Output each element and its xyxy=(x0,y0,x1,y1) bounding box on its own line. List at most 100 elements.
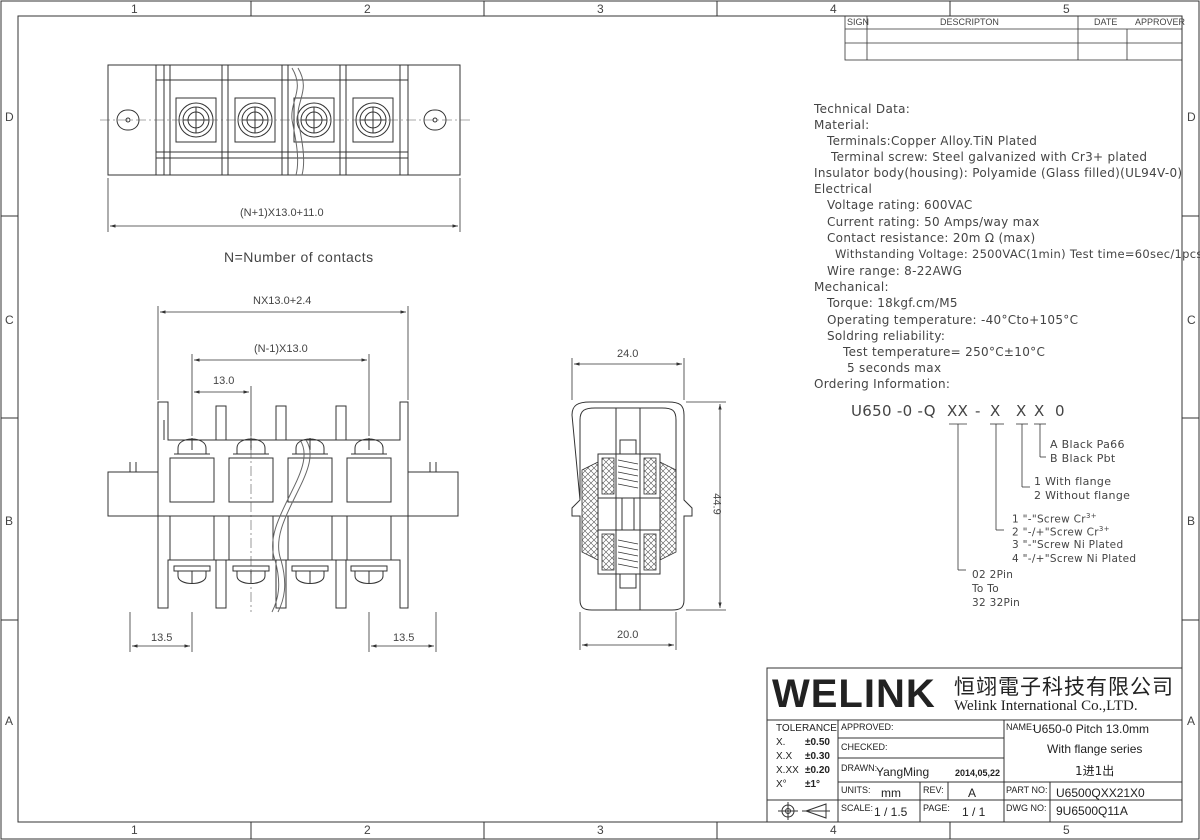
frame-column-label: 2 xyxy=(364,2,371,16)
frame-column-label: 4 xyxy=(830,823,837,837)
frame-row-label: D xyxy=(1187,110,1196,124)
color-option: A Black Pa66 xyxy=(1050,438,1125,451)
ordering-leaders xyxy=(949,423,1046,571)
tolerance-value: ±0.20 xyxy=(805,765,830,776)
top-view-dimension xyxy=(107,178,461,232)
drawn-date: 2014,05,22 xyxy=(955,768,1001,778)
front-view-drawing xyxy=(107,401,459,609)
frame-column-label: 3 xyxy=(597,2,604,16)
tolerance-value: ±0.50 xyxy=(805,737,830,748)
side-view-hatching xyxy=(581,457,677,571)
side-view-screw-threads xyxy=(617,459,639,569)
rev-header-date: DATE xyxy=(1094,17,1118,27)
spec-line: Withstanding Voltage: 2500VAC(1min) Test… xyxy=(835,247,1200,261)
drawn-label: DRAWN: xyxy=(841,763,878,773)
order-code-pins: XX xyxy=(947,402,969,420)
frame-row-label: B xyxy=(5,514,14,528)
spec-line: Torque: 18kgf.cm/M5 xyxy=(827,296,958,310)
tolerance-key: X° xyxy=(776,779,787,790)
rev-header-approver: APPROVER xyxy=(1135,17,1186,27)
side-view-top-dimension: 24.0 xyxy=(617,348,639,360)
company-name-cn: 恒翊電子科技有限公司 xyxy=(954,675,1174,699)
front-view-left-dimension: 13.5 xyxy=(151,632,173,644)
screw-option: 2 "-/+"Screw Cr3+ xyxy=(1012,525,1110,539)
tolerance-key: X. xyxy=(776,737,786,748)
spec-line: Soldring reliability: xyxy=(827,329,946,343)
frame-row-label: C xyxy=(1187,313,1196,327)
dwg-no-label: DWG NO: xyxy=(1006,803,1047,813)
frame-column-label: 5 xyxy=(1063,2,1070,16)
product-name-line3: 1进1出 xyxy=(1075,764,1115,778)
top-view-overall-dimension: (N+1)X13.0+11.0 xyxy=(240,207,324,219)
projection-symbol-icon xyxy=(778,802,830,820)
approved-label: APPROVED: xyxy=(841,722,894,732)
side-view-bottom-dimension: 20.0 xyxy=(617,629,639,641)
frame-column-label: 3 xyxy=(597,823,604,837)
units-value: mm xyxy=(881,786,901,800)
frame-column-label: 5 xyxy=(1063,823,1070,837)
product-name-line1: U650-0 Pitch 13.0mm xyxy=(1033,722,1150,736)
spec-line: Voltage rating: 600VAC xyxy=(827,198,973,212)
order-code-color: X xyxy=(1034,402,1045,420)
rev-header-description: DESCRIPTON xyxy=(940,17,999,27)
tolerance-value: ±1° xyxy=(805,779,821,790)
front-view-screw-heads-bottom xyxy=(173,565,388,584)
front-view-total-dimension: NX13.0+2.4 xyxy=(253,295,312,307)
tolerance-label: TOLERANCE xyxy=(776,723,837,734)
front-view-wire xyxy=(271,439,305,613)
scale-value: 1 / 1.5 xyxy=(874,805,908,819)
drawn-by: YangMing xyxy=(876,765,930,779)
front-view-screw-heads-top xyxy=(174,438,387,459)
spec-line: Insulator body(housing): Polyamide (Glas… xyxy=(814,166,1183,180)
order-code-flange: X xyxy=(1016,402,1027,420)
spec-section: Material: xyxy=(814,118,870,132)
pin-range: 02 2Pin xyxy=(972,569,1014,581)
rev-label: REV: xyxy=(923,785,944,795)
rev-header-sign: SIGN xyxy=(847,17,870,27)
rev-value: A xyxy=(968,786,977,800)
front-view-pitch-dimension: 13.0 xyxy=(213,375,235,387)
spec-line: Contact resistance: 20m Ω (max) xyxy=(827,231,1036,245)
name-label: NAME: xyxy=(1006,722,1035,732)
side-view-dimensions xyxy=(571,358,726,650)
spec-heading: Technical Data: xyxy=(814,102,911,116)
spec-line: Current rating: 50 Amps/way max xyxy=(827,215,1040,229)
frame-row-label: A xyxy=(1187,714,1196,728)
order-code-screw: X xyxy=(990,402,1001,420)
pin-range: To To xyxy=(972,583,999,595)
spec-section: Mechanical: xyxy=(814,280,889,294)
part-no-label: PART NO: xyxy=(1006,785,1048,795)
screw-option: 4 "-/+"Screw Ni Plated xyxy=(1012,553,1137,565)
tolerance-value: ±0.30 xyxy=(805,751,830,762)
revision-block-lines xyxy=(844,15,1183,61)
page-label: PAGE: xyxy=(923,803,950,813)
spec-line: Terminals:Copper Alloy.TiN Plated xyxy=(827,134,1038,148)
spec-line: Terminal screw: Steel galvanized with Cr… xyxy=(831,150,1148,164)
contacts-note: N=Number of contacts xyxy=(224,249,374,265)
frame-column-label: 2 xyxy=(364,823,371,837)
scale-label: SCALE: xyxy=(841,803,874,813)
units-label: UNITS: xyxy=(841,785,871,795)
front-view-span-dimension: (N-1)X13.0 xyxy=(254,343,308,355)
frame-column-label: 4 xyxy=(830,2,837,16)
spec-line: Wire range: 8-22AWG xyxy=(827,264,963,278)
frame-row-label: C xyxy=(5,313,14,327)
side-view-height-dimension: 44.9 xyxy=(710,493,723,515)
pin-range: 32 32Pin xyxy=(972,597,1021,609)
welink-logo: WELINK xyxy=(772,672,936,716)
frame-row-label: A xyxy=(5,714,14,728)
dwg-no-value: 9U6500Q11A xyxy=(1056,804,1128,818)
flange-option: 1 With flange xyxy=(1034,475,1112,488)
checked-label: CHECKED: xyxy=(841,742,888,752)
spec-line: 5 seconds max xyxy=(847,361,942,375)
flange-option: 2 Without flange xyxy=(1034,489,1131,502)
tolerance-key: X.X xyxy=(776,751,793,762)
company-name-en: Welink International Co.,LTD. xyxy=(954,698,1138,714)
side-view-drawing xyxy=(571,401,693,611)
title-block-lines xyxy=(766,667,1183,823)
spec-section: Ordering Information: xyxy=(814,377,951,391)
spec-line: Test temperature= 250°C±10°C xyxy=(843,345,1046,359)
frame-column-label: 1 xyxy=(131,823,138,837)
frame-row-label: B xyxy=(1187,514,1196,528)
